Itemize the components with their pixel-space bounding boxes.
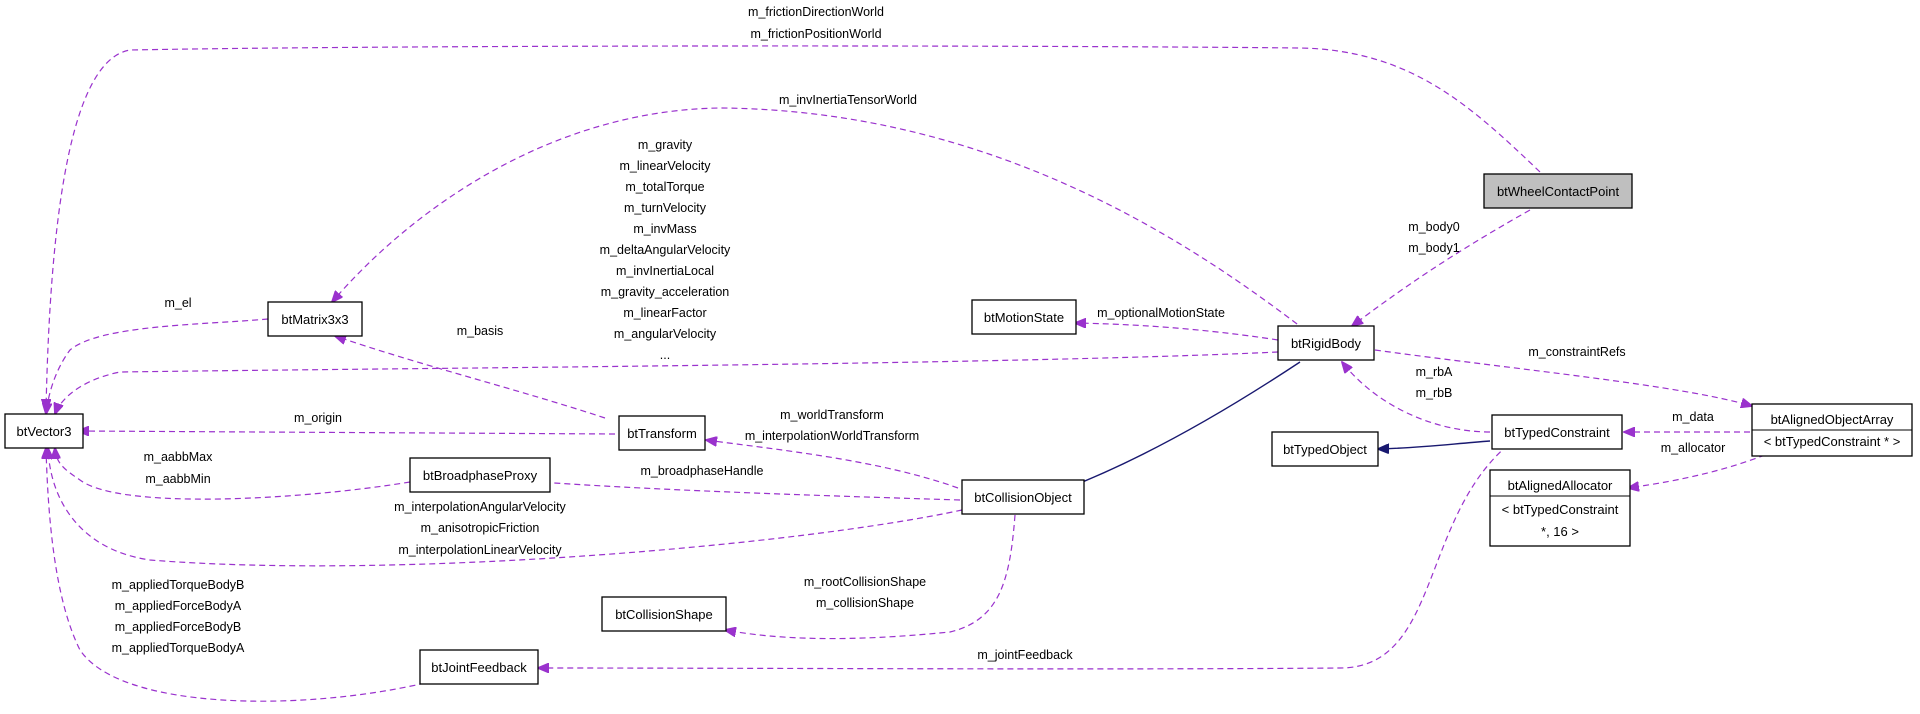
label-delta-angular-velocity: m_deltaAngularVelocity xyxy=(600,243,731,257)
node-btalignedobjectarray-template: < btTypedConstraint * > xyxy=(1764,434,1901,449)
node-btcollisionobject[interactable]: btCollisionObject xyxy=(961,479,1085,515)
node-btmotionstate[interactable]: btMotionState xyxy=(971,299,1077,335)
node-bttransform[interactable]: btTransform xyxy=(618,415,706,451)
edges xyxy=(46,45,1766,702)
label-total-torque: m_totalTorque xyxy=(625,180,704,194)
node-btalignedallocator[interactable]: btAlignedAllocator < btTypedConstraint *… xyxy=(1489,469,1631,547)
label-linear-factor: m_linearFactor xyxy=(623,306,706,320)
node-btalignedobjectarray-label: btAlignedObjectArray xyxy=(1771,412,1894,427)
edge-friction xyxy=(46,45,1541,410)
label-anisotropic-friction: m_anisotropicFriction xyxy=(421,521,540,535)
node-bttypedconstraint[interactable]: btTypedConstraint xyxy=(1491,414,1623,450)
label-ellipsis: ... xyxy=(660,348,670,362)
label-body0: m_body0 xyxy=(1408,220,1459,234)
node-btalignedallocator-template-1: < btTypedConstraint xyxy=(1502,502,1619,517)
label-applied-force-a: m_appliedForceBodyA xyxy=(115,599,242,613)
node-btalignedobjectarray[interactable]: btAlignedObjectArray < btTypedConstraint… xyxy=(1751,403,1913,457)
edge-feedback-vectors xyxy=(46,448,426,702)
label-rb-b: m_rbB xyxy=(1416,386,1453,400)
edge-collision-shapes xyxy=(725,514,1016,640)
edge-inherit-rigidbody xyxy=(1065,361,1301,489)
label-gravity-acceleration: m_gravity_acceleration xyxy=(601,285,730,299)
label-angular-velocity: m_angularVelocity xyxy=(614,327,717,341)
node-btbroadphaseproxy-label: btBroadphaseProxy xyxy=(423,468,538,483)
label-el: m_el xyxy=(164,296,191,310)
node-btcollisionshape-label: btCollisionShape xyxy=(615,607,713,622)
edge-rb-ab xyxy=(1342,362,1491,433)
label-data: m_data xyxy=(1672,410,1714,424)
node-btrigidbody[interactable]: btRigidBody xyxy=(1277,325,1375,361)
label-applied-torque-b: m_appliedTorqueBodyB xyxy=(112,578,245,592)
label-aabb-max: m_aabbMax xyxy=(144,450,214,464)
label-applied-torque-a: m_appliedTorqueBodyA xyxy=(112,641,245,655)
label-applied-force-b: m_appliedForceBodyB xyxy=(115,620,241,634)
node-btvector3[interactable]: btVector3 xyxy=(4,413,84,449)
edge-labels: m_frictionDirectionWorld m_frictionPosit… xyxy=(112,5,1726,662)
node-btjointfeedback-label: btJointFeedback xyxy=(431,660,527,675)
label-friction-position: m_frictionPositionWorld xyxy=(750,27,881,41)
label-origin: m_origin xyxy=(294,411,342,425)
edge-bodies xyxy=(1352,209,1531,326)
label-rb-a: m_rbA xyxy=(1416,365,1453,379)
label-allocator: m_allocator xyxy=(1661,441,1726,455)
label-interp-world-transform: m_interpolationWorldTransform xyxy=(745,429,919,443)
node-btmotionstate-label: btMotionState xyxy=(984,310,1064,325)
node-btjointfeedback[interactable]: btJointFeedback xyxy=(419,649,539,685)
label-optional-motion-state: m_optionalMotionState xyxy=(1097,306,1225,320)
label-interp-linear-velocity: m_interpolationLinearVelocity xyxy=(398,543,562,557)
label-inv-mass: m_invMass xyxy=(633,222,696,236)
label-gravity: m_gravity xyxy=(638,138,693,152)
label-broadphase-handle: m_broadphaseHandle xyxy=(640,464,763,478)
edge-origin xyxy=(78,431,616,434)
edge-collision-vectors xyxy=(48,448,963,567)
edge-allocator xyxy=(1628,454,1766,488)
label-world-transform: m_worldTransform xyxy=(780,408,884,422)
label-collision-shape: m_collisionShape xyxy=(816,596,914,610)
label-root-collision-shape: m_rootCollisionShape xyxy=(804,575,926,589)
label-inv-inertia-tensor: m_invInertiaTensorWorld xyxy=(779,93,917,107)
label-basis: m_basis xyxy=(457,324,504,338)
edge-aabb xyxy=(55,448,411,500)
edge-joint-feedback xyxy=(538,444,1509,669)
node-bttypedobject-label: btTypedObject xyxy=(1283,442,1367,457)
node-bttransform-label: btTransform xyxy=(627,426,697,441)
label-body1: m_body1 xyxy=(1408,241,1459,255)
node-bttypedobject[interactable]: btTypedObject xyxy=(1271,431,1379,467)
edge-rigid-vectors xyxy=(55,351,1279,414)
label-joint-feedback: m_jointFeedback xyxy=(977,648,1073,662)
edge-basis xyxy=(335,336,606,419)
edge-inherit-typedconstraint xyxy=(1378,440,1491,449)
node-btcollisionshape[interactable]: btCollisionShape xyxy=(601,596,727,632)
edge-world-transform xyxy=(706,440,959,489)
node-btbroadphaseproxy[interactable]: btBroadphaseProxy xyxy=(409,457,551,493)
label-interp-angular-velocity: m_interpolationAngularVelocity xyxy=(394,500,566,514)
nodes: btVector3 btMatrix3x3 btTransform btBroa… xyxy=(4,173,1913,685)
node-bttypedconstraint-label: btTypedConstraint xyxy=(1504,425,1610,440)
node-btrigidbody-label: btRigidBody xyxy=(1291,336,1362,351)
node-btcollisionobject-label: btCollisionObject xyxy=(974,490,1072,505)
label-friction-direction: m_frictionDirectionWorld xyxy=(748,5,884,19)
edge-inv-inertia-tensor xyxy=(332,107,1306,331)
label-inv-inertia-local: m_invInertiaLocal xyxy=(616,264,714,278)
label-linear-velocity: m_linearVelocity xyxy=(619,159,711,173)
node-btalignedallocator-label: btAlignedAllocator xyxy=(1508,478,1613,493)
edge-motion-state xyxy=(1075,323,1279,341)
label-aabb-min: m_aabbMin xyxy=(145,472,210,486)
edge-el xyxy=(46,318,269,414)
node-btmatrix3x3[interactable]: btMatrix3x3 xyxy=(267,301,363,337)
node-btwheelcontactpoint-label: btWheelContactPoint xyxy=(1497,184,1620,199)
node-btvector3-label: btVector3 xyxy=(17,424,72,439)
node-btmatrix3x3-label: btMatrix3x3 xyxy=(281,312,348,327)
label-constraint-refs: m_constraintRefs xyxy=(1528,345,1625,359)
node-btalignedallocator-template-2: *, 16 > xyxy=(1541,524,1579,539)
node-btwheelcontactpoint[interactable]: btWheelContactPoint xyxy=(1483,173,1633,209)
label-turn-velocity: m_turnVelocity xyxy=(624,201,707,215)
edge-broadphase-handle xyxy=(525,481,961,501)
